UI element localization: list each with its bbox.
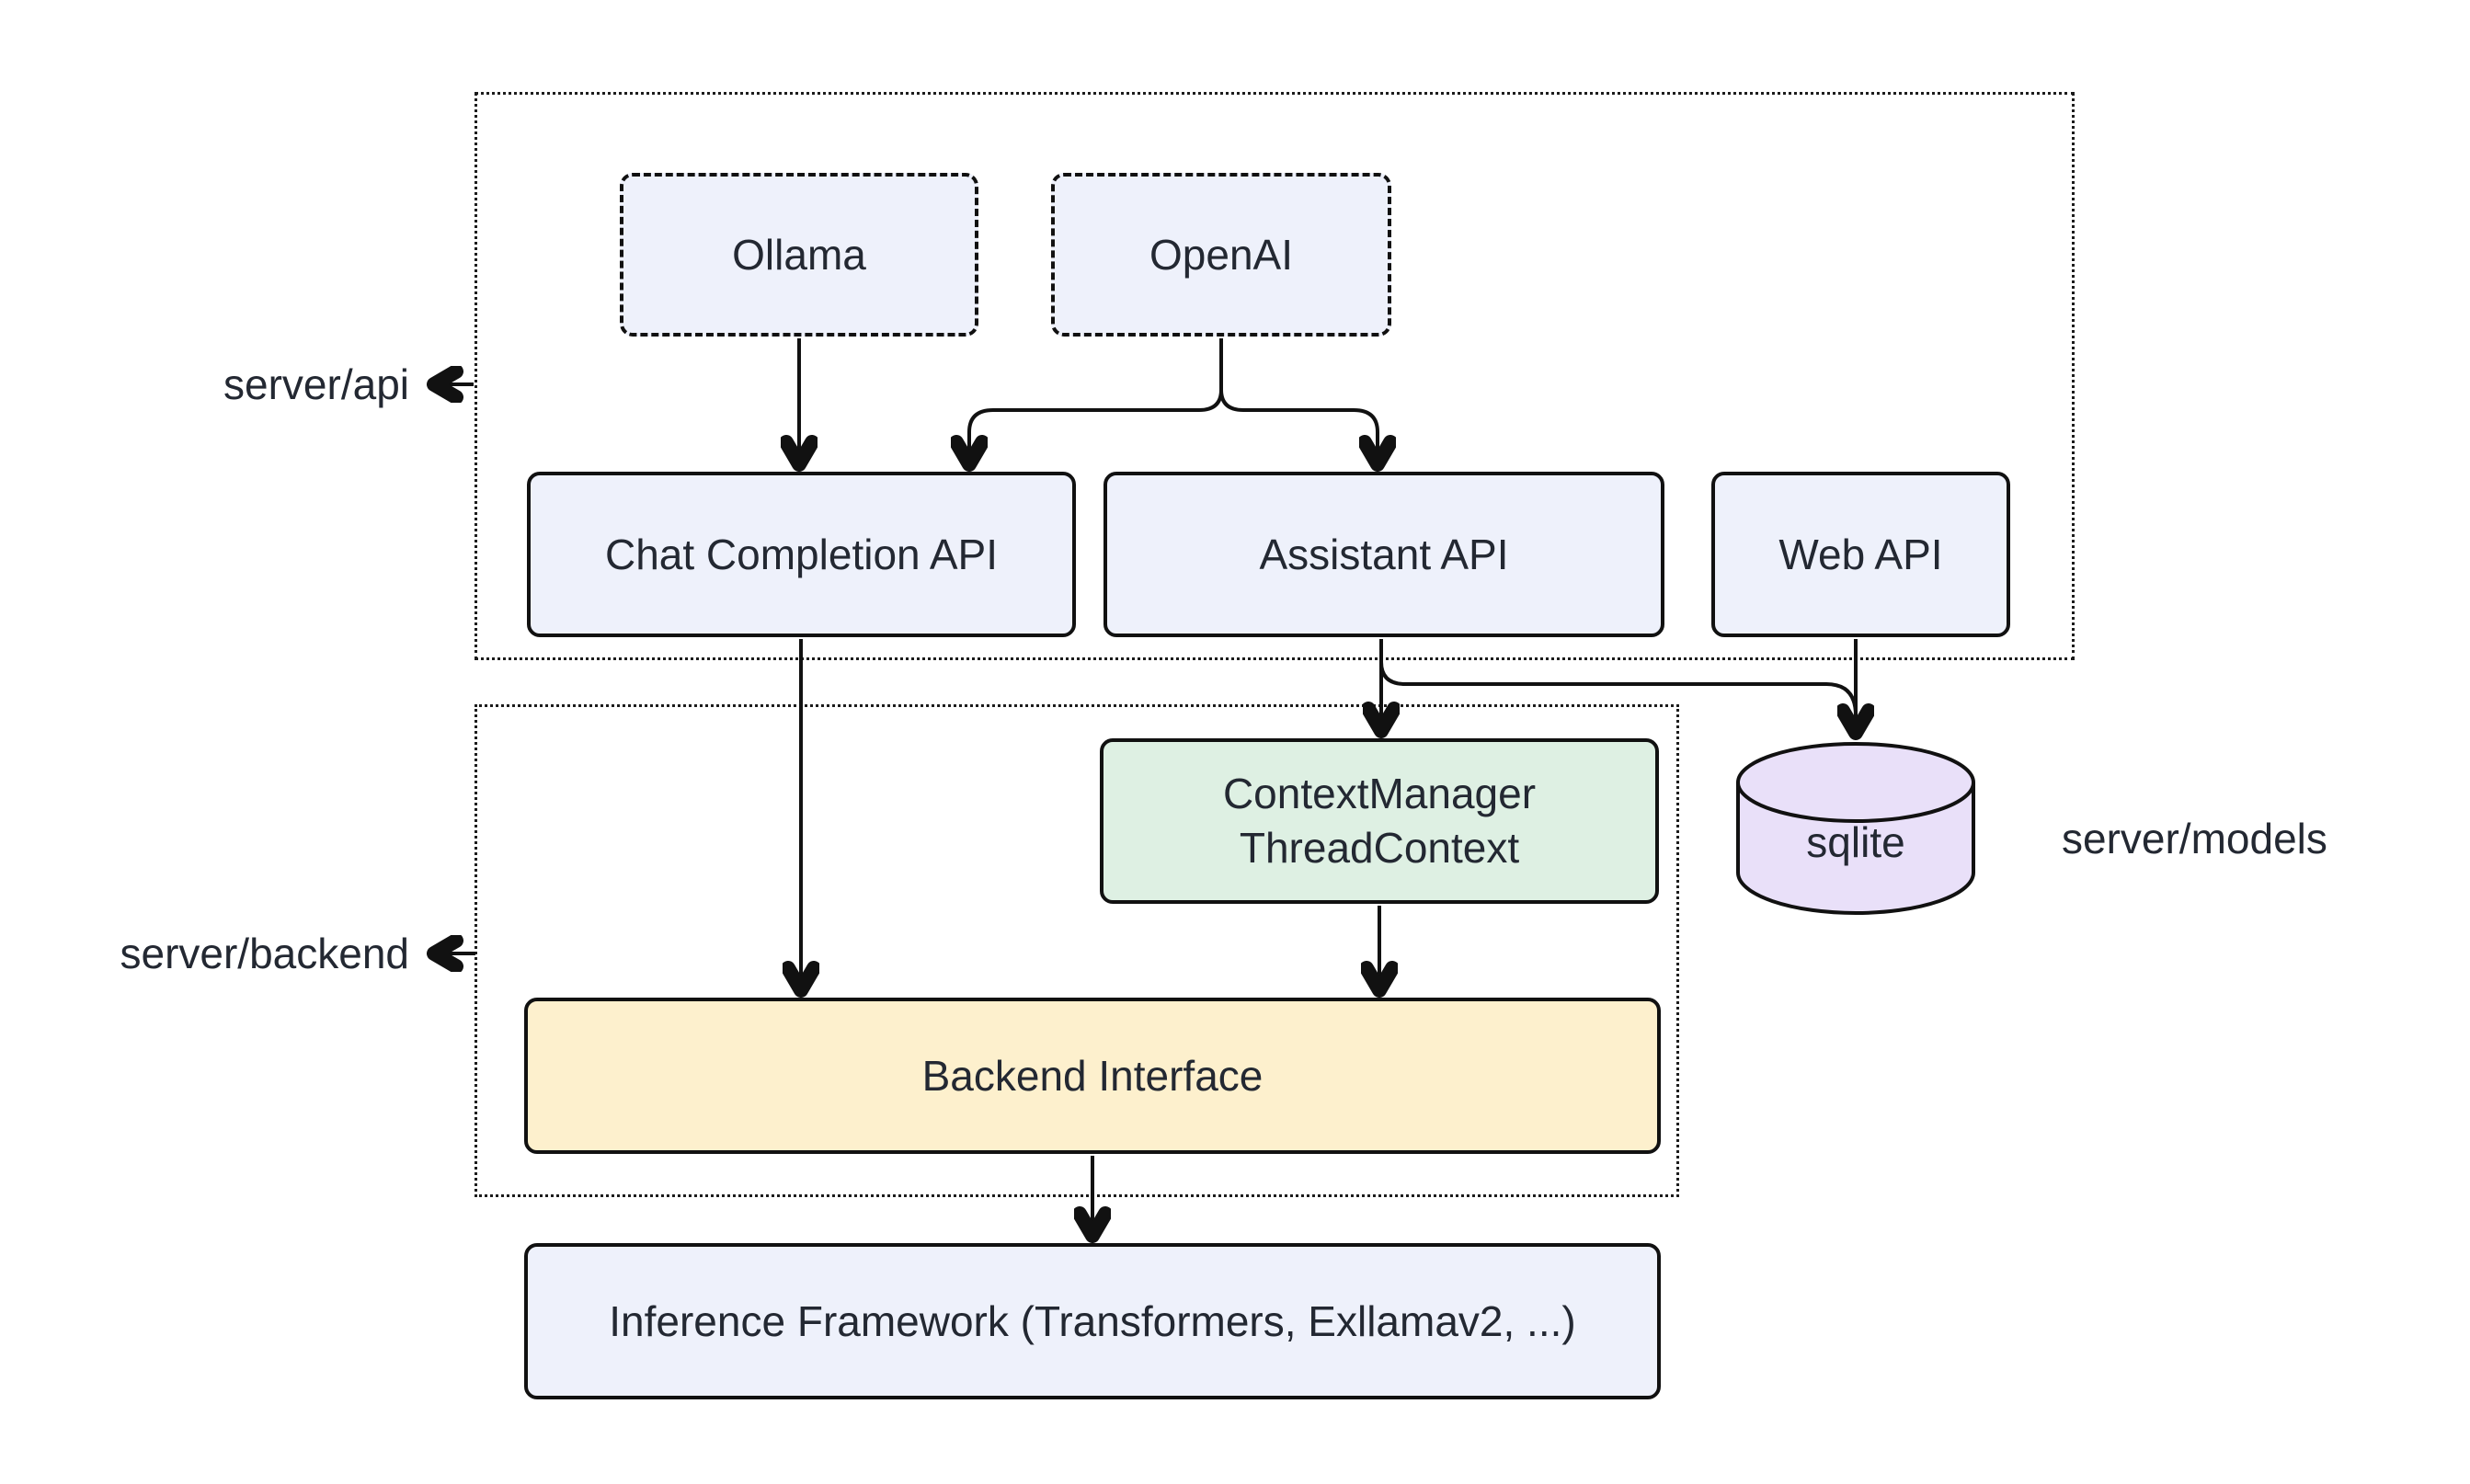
node-backend-interface: Backend Interface <box>524 998 1661 1154</box>
node-context-manager: ContextManager ThreadContext <box>1100 738 1659 904</box>
node-ollama-label: Ollama <box>732 230 866 279</box>
node-context-manager-label: ContextManager ThreadContext <box>1222 770 1537 872</box>
server-api-label: server/api <box>223 360 409 408</box>
node-chat-completion-api-label: Chat Completion API <box>604 530 998 578</box>
node-openai-label: OpenAI <box>1149 230 1293 279</box>
server-backend-label: server/backend <box>120 930 410 977</box>
node-web-api-label: Web API <box>1778 530 1943 578</box>
database-cylinder-icon <box>1736 742 1975 915</box>
node-web-api: Web API <box>1711 472 2010 637</box>
server-models-label: server/models <box>2062 815 2327 862</box>
node-ollama: Ollama <box>620 173 978 337</box>
node-openai: OpenAI <box>1051 173 1391 337</box>
server-backend-group-box <box>475 704 1679 1197</box>
node-inference-framework: Inference Framework (Transformers, Exlla… <box>524 1243 1661 1399</box>
node-sqlite-cylinder: sqlite <box>1734 738 1977 919</box>
node-inference-framework-label: Inference Framework (Transformers, Exlla… <box>609 1296 1576 1345</box>
server-api-group-box <box>475 92 2075 660</box>
node-backend-interface-label: Backend Interface <box>921 1051 1264 1100</box>
node-chat-completion-api: Chat Completion API <box>527 472 1076 637</box>
node-assistant-api-label: Assistant API <box>1259 530 1509 578</box>
node-sqlite-label: sqlite <box>1806 818 1905 866</box>
node-assistant-api: Assistant API <box>1103 472 1664 637</box>
